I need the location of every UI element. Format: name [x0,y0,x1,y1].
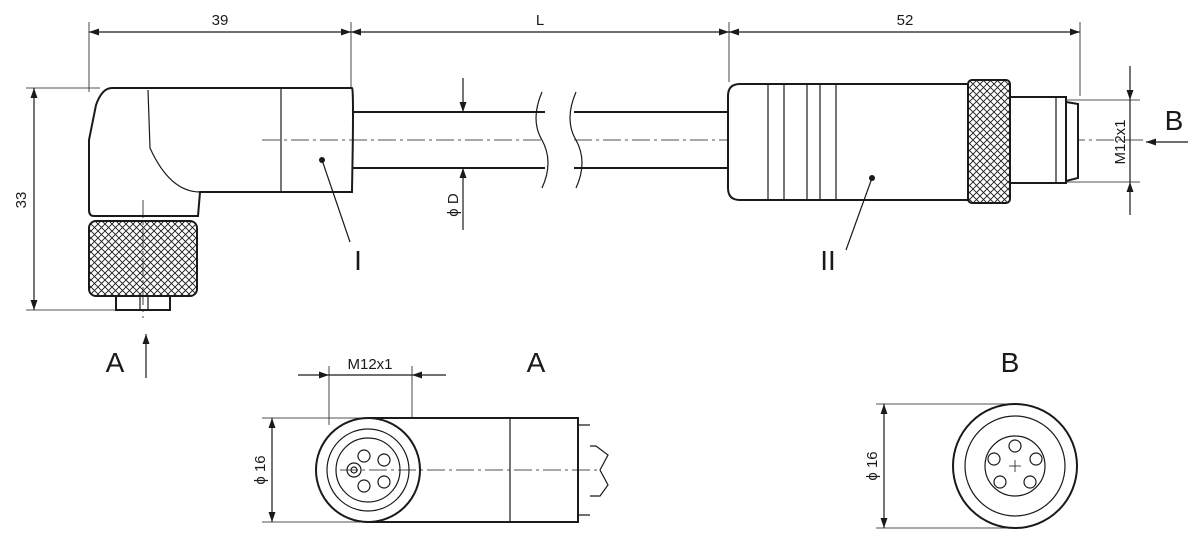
view-a-title: A [527,347,546,378]
dim-label-52: 52 [897,12,914,29]
view-arrow-a-label: A [106,347,125,378]
dim-label-l: L [536,12,544,29]
dim-label-d16-view-a: ϕ 16 [252,455,269,484]
view-a: A M12x1 ϕ 16 [252,347,609,523]
view-b: B ϕ 16 [864,347,1078,529]
view-arrow-b: B [1146,105,1188,146]
angled-connector [88,87,354,318]
dim-label-39: 39 [212,12,229,29]
view-b-title: B [1001,347,1020,378]
dim-label-33: 33 [13,192,30,209]
label-part-one: I [354,245,362,276]
label-part-two: II [820,245,836,276]
top-dimensions: 39 L 52 [88,12,1081,96]
dim-label-d: ϕ D [445,193,462,217]
dim-label-m12-view-a: M12x1 [347,356,392,373]
knurled-nut-right [967,79,1011,204]
view-arrow-a: A [106,334,150,378]
dim-label-d16-view-b: ϕ 16 [864,451,881,480]
height-dimension: 33 [13,87,118,311]
straight-connector: M12x1 [727,66,1140,251]
dim-label-m12-right: M12x1 [1112,119,1129,164]
view-arrow-b-label: B [1165,105,1184,136]
